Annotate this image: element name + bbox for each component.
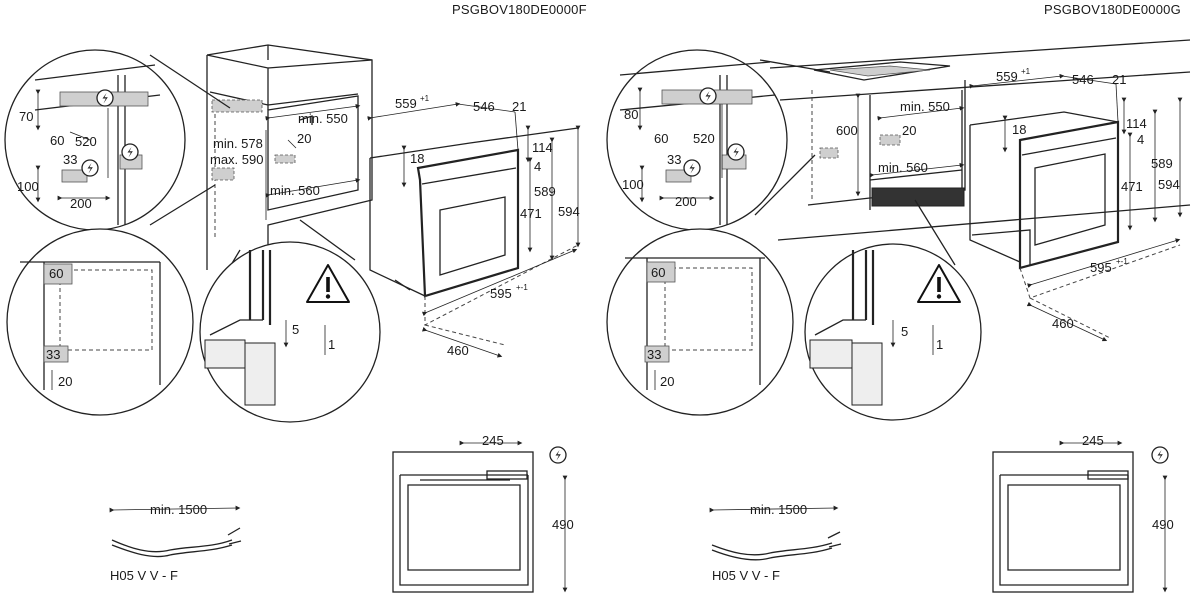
dim-4: 4 (534, 159, 541, 174)
detail-200: 200 (675, 194, 697, 209)
detail2-60: 60 (49, 266, 63, 281)
detail-circle-connection: 70 60 520 33 100 200 (4, 49, 231, 231)
oven-back-view: 245 490 (992, 433, 1174, 593)
detail-100: 100 (17, 179, 39, 194)
detail2-20: 20 (58, 374, 72, 389)
dim-18: 18 (1012, 122, 1026, 137)
plug-icon (683, 159, 701, 177)
detail-520: 520 (75, 134, 97, 149)
dim-546: 546 (1072, 72, 1094, 87)
detail-circle-clearance: 60 33 20 (6, 228, 194, 416)
dim-471: 471 (520, 206, 542, 221)
dim-min578: min. 578 (213, 136, 263, 151)
back-245: 245 (1082, 433, 1104, 448)
dim-18: 18 (410, 151, 424, 166)
dim-460: 460 (447, 343, 469, 358)
oven-body (969, 111, 1120, 270)
model-code: PSGBOV180DE0000G (1044, 2, 1181, 17)
plug-icon (1151, 446, 1169, 464)
plug-icon (81, 159, 99, 177)
detail2-33: 33 (647, 347, 661, 362)
cable-length: min. 1500 (750, 502, 807, 517)
dim-589: 589 (534, 184, 556, 199)
detail-33: 33 (667, 152, 681, 167)
back-245: 245 (482, 433, 504, 448)
svg-text:+1: +1 (1021, 67, 1031, 76)
panel-g: PSGBOV180DE0000G min. 550 min. 560 600 2… (606, 2, 1191, 593)
dim-20: 20 (297, 131, 311, 146)
detail-60: 60 (50, 133, 64, 148)
dim-595: 595 (1090, 260, 1112, 275)
dim-594: 594 (1158, 177, 1180, 192)
worktop-cabinet (769, 39, 1191, 265)
detail-60: 60 (654, 131, 668, 146)
cable-length: min. 1500 (150, 502, 207, 517)
dim-min550: min. 550 (298, 111, 348, 126)
model-code: PSGBOV180DE0000F (452, 2, 587, 17)
dim-max590: max. 590 (210, 152, 263, 167)
dim-21: 21 (512, 99, 526, 114)
oven-back-view: 245 490 (392, 433, 574, 593)
plug-icon (727, 143, 745, 161)
dim-460: 460 (1052, 316, 1074, 331)
dim-471: 471 (1121, 179, 1143, 194)
plug-icon (699, 87, 717, 105)
dim-559: 559 (996, 69, 1018, 84)
detail-100: 100 (622, 177, 644, 192)
detail2-33: 33 (46, 347, 60, 362)
cable-type: H05 V V - F (110, 568, 178, 583)
dim-589: 589 (1151, 156, 1173, 171)
dim-600: 600 (836, 123, 858, 138)
plug-icon (121, 143, 139, 161)
plug-icon (549, 446, 567, 464)
cable: min. 1500 H05 V V - F (109, 502, 242, 583)
detail-circle-fixing: 5 1 (804, 199, 982, 421)
back-490: 490 (552, 517, 574, 532)
cable: min. 1500 H05 V V - F (709, 502, 842, 583)
detail2-60: 60 (651, 265, 665, 280)
svg-text:+-1: +-1 (516, 283, 528, 292)
svg-text:+1: +1 (420, 94, 430, 103)
svg-text:+-1: +-1 (1116, 257, 1128, 266)
panel-f: PSGBOV180DE0000F min. 550 min. 560 min. … (4, 2, 587, 593)
detail3-5: 5 (292, 322, 299, 337)
dim-595: 595 (490, 286, 512, 301)
detail3-1: 1 (328, 337, 335, 352)
detail-200: 200 (70, 196, 92, 211)
detail-33: 33 (63, 152, 77, 167)
dim-594: 594 (558, 204, 580, 219)
detail2-20: 20 (660, 374, 674, 389)
detail-circle-fixing: 5 1 (199, 219, 381, 423)
detail-80: 80 (624, 107, 638, 122)
dim-20: 20 (902, 123, 916, 138)
dim-21: 21 (1112, 72, 1126, 87)
detail-70: 70 (19, 109, 33, 124)
dim-114: 114 (1126, 116, 1147, 131)
dim-min560: min. 560 (270, 183, 320, 198)
dim-min560: min. 560 (878, 160, 928, 175)
detail-520: 520 (693, 131, 715, 146)
cable-type: H05 V V - F (712, 568, 780, 583)
dim-114: 114 (532, 140, 553, 155)
dim-546: 546 (473, 99, 495, 114)
detail-circle-clearance: 60 33 20 (606, 228, 794, 416)
dim-4: 4 (1137, 132, 1144, 147)
back-490: 490 (1152, 517, 1174, 532)
detail-circle-connection: 80 60 520 33 100 200 (606, 49, 831, 231)
dim-559: 559 (395, 96, 417, 111)
plug-icon (96, 89, 114, 107)
detail3-1: 1 (936, 337, 943, 352)
dim-min550: min. 550 (900, 99, 950, 114)
detail3-5: 5 (901, 324, 908, 339)
